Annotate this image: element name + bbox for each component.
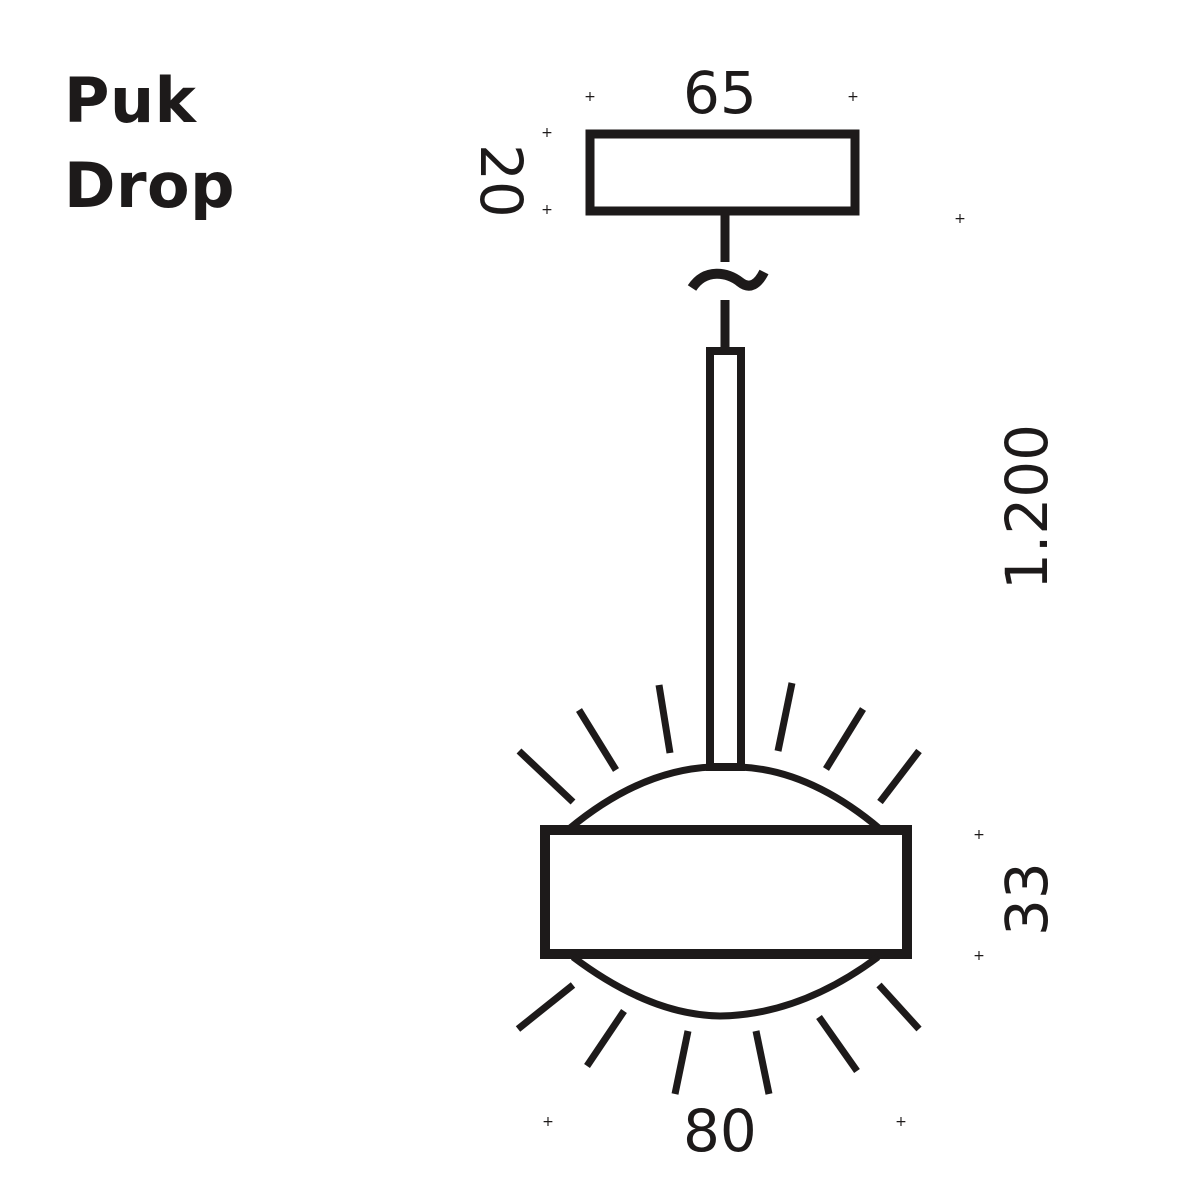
suspension-tube xyxy=(706,347,745,771)
registration-mark: + xyxy=(542,1114,554,1130)
dimension-head-width: 80 xyxy=(683,1097,757,1165)
light-rays-lower xyxy=(515,982,922,1095)
product-name-line-1: Puk xyxy=(64,64,197,137)
registration-mark: + xyxy=(895,1114,907,1130)
dimension-canopy-width: 65 xyxy=(683,59,757,127)
light-rays-upper xyxy=(516,682,922,805)
dimension-suspension-length: 1.200 xyxy=(993,423,1061,590)
registration-mark: + xyxy=(541,202,553,218)
canopy-rect xyxy=(585,129,860,216)
bottom-dome xyxy=(570,954,881,1020)
registration-mark: + xyxy=(584,89,596,105)
registration-mark: + xyxy=(541,125,553,141)
dimension-canopy-height: 20 xyxy=(467,144,535,218)
registration-mark: + xyxy=(847,89,859,105)
top-dome xyxy=(566,763,883,832)
break-symbol xyxy=(687,268,769,292)
lamp-head-body xyxy=(540,825,912,959)
registration-mark: + xyxy=(973,948,985,964)
registration-mark: + xyxy=(973,827,985,843)
registration-mark: + xyxy=(954,211,966,227)
dimension-head-height: 33 xyxy=(993,862,1061,936)
product-name-line-2: Drop xyxy=(64,149,236,222)
